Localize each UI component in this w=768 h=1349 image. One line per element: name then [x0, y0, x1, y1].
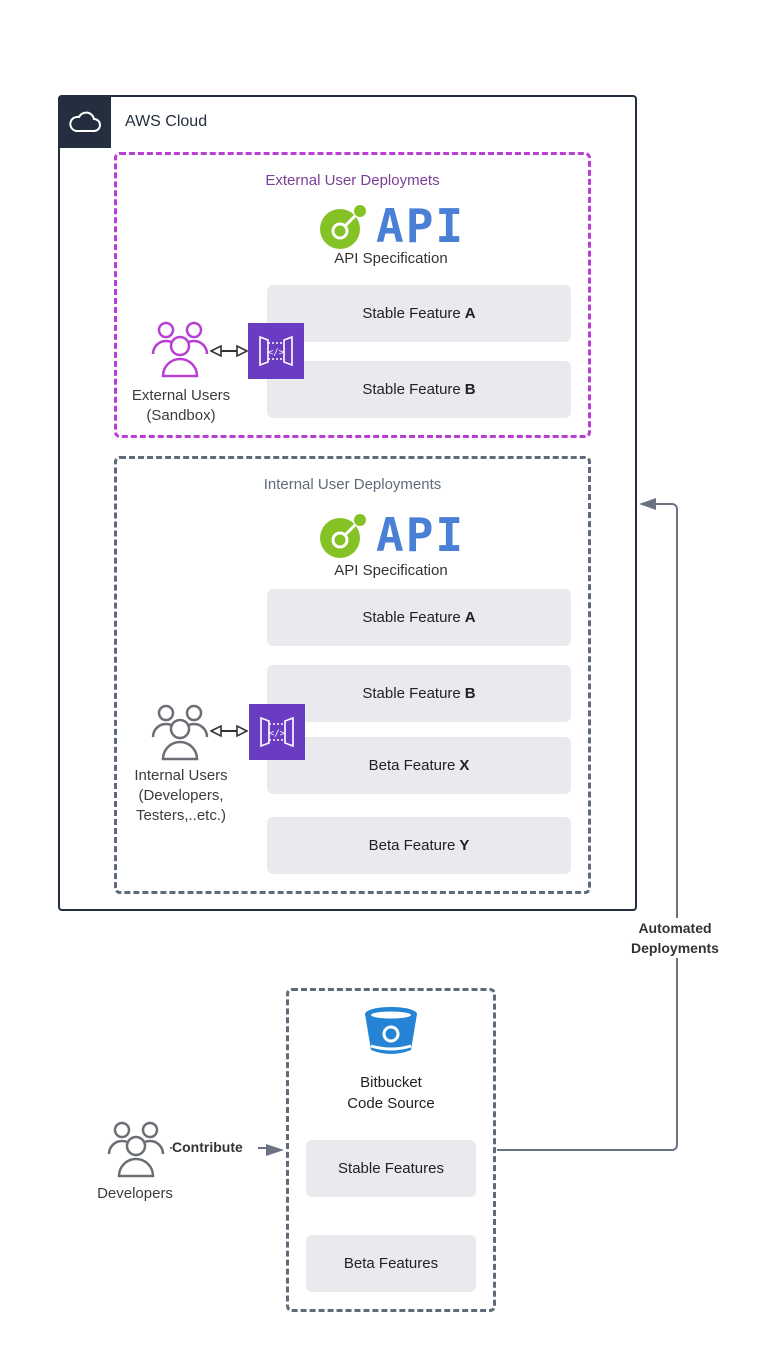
api-gateway[interactable]: </> [249, 704, 305, 760]
feature-label: Stable Feature [362, 381, 461, 398]
feature-label: Stable Features [338, 1160, 444, 1177]
external-deployments-group [114, 152, 591, 438]
openapi-icon [320, 205, 366, 249]
feature-box: Beta Features [306, 1235, 476, 1292]
feature-key: X [459, 757, 470, 774]
automated-deployments-connector [497, 503, 678, 1151]
bitbucket-icon [365, 1007, 417, 1054]
label-line: Internal Users [134, 767, 228, 784]
feature-box: Stable Features [306, 1140, 476, 1197]
api-spec-caption: API Specification [334, 562, 448, 579]
feature-key: B [464, 685, 476, 702]
contribute-label: Contribute [172, 1137, 258, 1157]
external-users-icon [151, 321, 209, 378]
aws-cloud-group [58, 95, 637, 911]
api-spec-logo-external: API [318, 203, 465, 249]
internal-deployments-group [114, 456, 591, 894]
feature-label: Beta Feature [368, 757, 456, 774]
internal-users-label: Internal Users (Developers, Testers,..et… [116, 766, 246, 826]
feature-key: B [464, 381, 476, 398]
api-spec-caption: API Specification [334, 250, 448, 267]
internal-group-title: Internal User Deployments [263, 476, 442, 493]
arrow-head [639, 498, 656, 510]
feature-label: Beta Features [343, 1255, 439, 1272]
feature-key: Y [459, 837, 470, 854]
feature-label: Stable Feature [362, 305, 461, 322]
api-gateway-icon: </> [259, 335, 293, 367]
developers-icon [107, 1121, 165, 1178]
feature-key: A [464, 305, 476, 322]
bitbucket-title: Bitbucket Code Source [286, 1072, 496, 1114]
api-gateway-icon: </> [260, 716, 294, 748]
feature-label: Stable Feature [362, 609, 461, 626]
label-line: (Developers, [138, 787, 224, 804]
aws-cloud-title: AWS Cloud [125, 113, 208, 130]
label-line: Automated [638, 920, 712, 936]
label-line: Deployments [631, 940, 719, 956]
bitbucket-group [286, 988, 496, 1312]
api-word: API [376, 199, 466, 253]
aws-cloud-header [58, 95, 111, 148]
label-line: Code Source [347, 1095, 435, 1112]
label-line: External Users [131, 387, 231, 404]
external-users-label: External Users (Sandbox) [116, 386, 246, 426]
svg-text:</>: </> [269, 729, 286, 739]
api-word: API [376, 508, 466, 562]
automated-deployments-label: Automated Deployments [620, 918, 730, 958]
label-line: Bitbucket [360, 1074, 422, 1091]
bidirectional-arrow [210, 344, 248, 358]
feature-label: Beta Feature [368, 837, 456, 854]
label-line: (Sandbox) [146, 407, 216, 424]
external-group-title: External User Deploymets [265, 172, 440, 189]
cloud-icon [68, 111, 101, 132]
feature-key: A [464, 609, 476, 626]
arrow-head [266, 1144, 284, 1156]
developers-label: Developers [97, 1185, 173, 1202]
bidirectional-arrow [210, 724, 248, 738]
svg-text:</>: </> [268, 348, 285, 358]
label-line: Testers,..etc.) [135, 807, 227, 824]
openapi-icon [320, 514, 366, 558]
feature-label: Stable Feature [362, 685, 461, 702]
api-spec-logo-internal: API [318, 512, 465, 558]
api-gateway[interactable]: </> [248, 323, 304, 379]
internal-users-icon [151, 704, 209, 761]
